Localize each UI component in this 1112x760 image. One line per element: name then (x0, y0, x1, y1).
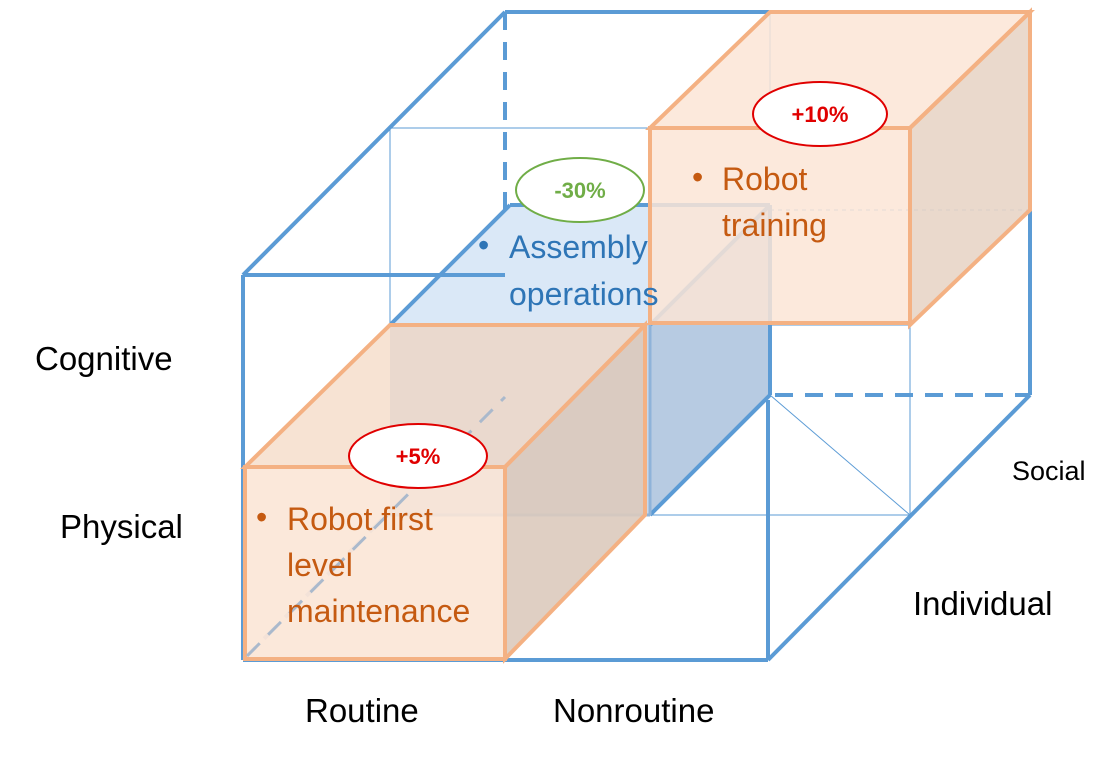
change-badge-assembly: -30% (515, 157, 645, 223)
axis-label-individual: Individual (913, 585, 1052, 622)
training-bullet: • (692, 159, 703, 195)
maintenance-bullet: • (256, 499, 267, 535)
axis-label-cognitive: Cognitive (35, 340, 173, 377)
svg-text:+10%: +10% (792, 102, 849, 127)
assembly-line2: operations (509, 276, 658, 312)
axis-label-social: Social (1012, 456, 1086, 486)
maintenance-line3: maintenance (287, 593, 470, 629)
axis-label-nonroutine: Nonroutine (553, 692, 714, 729)
assembly-line1: Assembly (509, 229, 648, 265)
change-badge-training: +10% (752, 81, 888, 147)
change-badge-maintenance: +5% (348, 423, 488, 489)
training-line2: training (722, 207, 827, 243)
axis-label-physical: Physical (60, 508, 183, 545)
maintenance-line1: Robot first (287, 501, 433, 537)
maintenance-line2: level (287, 547, 353, 583)
assembly-operations-label: • Assembly operations (478, 227, 658, 312)
training-line1: Robot (722, 161, 808, 197)
robot-maintenance-label: • Robot first level maintenance (256, 499, 470, 629)
svg-text:+5%: +5% (396, 444, 441, 469)
robot-training-box (645, 7, 1035, 330)
svg-text:-30%: -30% (554, 178, 605, 203)
axis-label-routine: Routine (305, 692, 419, 729)
robot-training-label: • Robot training (692, 159, 827, 243)
assembly-bullet: • (478, 227, 489, 263)
